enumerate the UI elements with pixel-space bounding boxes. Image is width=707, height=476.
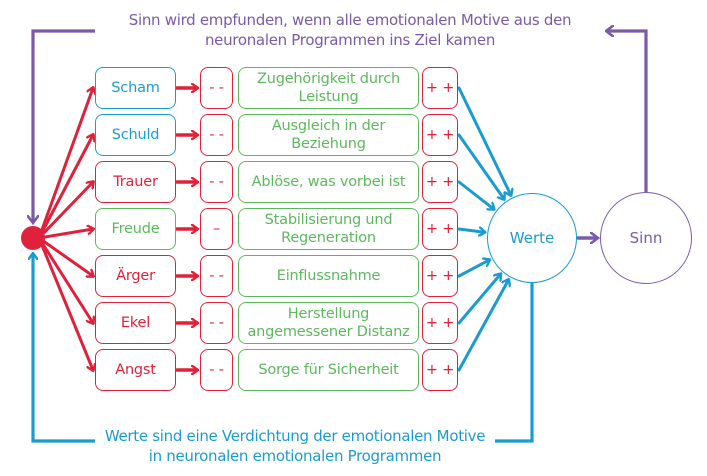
- motive-box-label: Sorge für Sicherheit: [258, 362, 399, 378]
- motive-box-label: Zugehörigkeit durch Leistung: [256, 71, 401, 105]
- plus-box-label: + +: [425, 80, 455, 96]
- motive-box-label: Ausgleich in der Beziehung: [271, 118, 386, 152]
- motive-box: Sorge für Sicherheit: [238, 349, 419, 391]
- blue-arrow-to-werte: [457, 133, 504, 199]
- emotion-box: Angst: [95, 349, 176, 391]
- minus-box-label: - -: [209, 174, 224, 190]
- emotion-box-label: Scham: [111, 80, 160, 96]
- plus-box: + +: [422, 208, 458, 250]
- bottom-caption: Werte sind eine Verdichtung der emotiona…: [95, 426, 495, 466]
- sinn-feedback-right: [607, 31, 648, 192]
- red-arrow-to-emotion: [37, 88, 93, 240]
- blue-arrow-to-werte: [457, 86, 511, 195]
- minus-box: - -: [200, 161, 233, 203]
- emotion-box-label: Angst: [115, 362, 156, 378]
- minus-box: –: [200, 208, 233, 250]
- blue-arrow-to-werte: [457, 180, 494, 209]
- motive-box-label: Stabilisierung und Regeneration: [264, 212, 393, 246]
- minus-box: - -: [200, 302, 233, 344]
- top-caption-line-2: neuronalen Programmen ins Ziel kamen: [204, 31, 496, 49]
- red-arrow-to-emotion: [37, 236, 93, 276]
- emotion-box: Scham: [95, 67, 176, 109]
- minus-box: - -: [200, 114, 233, 156]
- plus-box: + +: [422, 161, 458, 203]
- minus-box: - -: [200, 67, 233, 109]
- plus-box-label: + +: [425, 362, 455, 378]
- minus-box: - -: [200, 349, 233, 391]
- emotion-box-label: Schuld: [111, 127, 160, 143]
- motive-box: Zugehörigkeit durch Leistung: [238, 67, 419, 109]
- motive-box: Herstellung angemessener Distanz: [238, 302, 419, 344]
- blue-arrow-to-werte: [457, 260, 489, 278]
- top-caption-line-1: Sinn wird empfunden, wenn alle emotional…: [128, 11, 572, 29]
- plus-box: + +: [422, 349, 458, 391]
- bottom-caption-line-2: in neuronalen emotionalen Programmen: [148, 447, 442, 465]
- emotion-box-label: Trauer: [113, 174, 158, 190]
- plus-box: + +: [422, 67, 458, 109]
- emotion-box: Ekel: [95, 302, 176, 344]
- plus-box-label: + +: [425, 221, 455, 237]
- plus-box-label: + +: [425, 174, 455, 190]
- minus-box: - -: [200, 255, 233, 297]
- source-dot: [21, 226, 45, 250]
- blue-arrow-to-werte: [457, 280, 509, 372]
- emotion-box: Schuld: [95, 114, 176, 156]
- minus-box-label: - -: [209, 80, 224, 96]
- bottom-caption-line-1: Werte sind eine Verdichtung der emotiona…: [104, 427, 486, 445]
- plus-box: + +: [422, 255, 458, 297]
- red-arrow-to-emotion: [37, 135, 93, 240]
- plus-box: + +: [422, 114, 458, 156]
- red-arrow-to-emotion: [37, 236, 93, 370]
- emotion-box: Trauer: [95, 161, 176, 203]
- werte-label: Werte: [509, 229, 555, 247]
- motive-box: Einflussnahme: [238, 255, 419, 297]
- minus-box-label: - -: [209, 268, 224, 284]
- plus-box-label: + +: [425, 127, 455, 143]
- sinn-node: Sinn: [600, 192, 692, 284]
- red-arrow-to-emotion: [37, 229, 93, 240]
- emotion-box-label: Freude: [111, 221, 160, 237]
- motive-box-label: Herstellung angemessener Distanz: [247, 306, 410, 340]
- motive-box: Stabilisierung und Regeneration: [238, 208, 419, 250]
- motive-box-label: Ablöse, was vorbei ist: [251, 174, 406, 190]
- minus-box-label: - -: [209, 362, 224, 378]
- motive-box: Ausgleich in der Beziehung: [238, 114, 419, 156]
- sinn-feedback-left: [33, 29, 95, 222]
- red-arrow-to-emotion: [37, 236, 93, 323]
- werte-node: Werte: [487, 193, 577, 283]
- minus-box-label: - -: [209, 127, 224, 143]
- werte-feedback-left: [33, 254, 95, 443]
- sinn-label: Sinn: [629, 229, 663, 247]
- emotion-box-label: Ekel: [120, 315, 151, 331]
- plus-box: + +: [422, 302, 458, 344]
- minus-box-label: –: [212, 221, 221, 237]
- minus-box-label: - -: [209, 315, 224, 331]
- red-arrow-to-emotion: [37, 182, 93, 240]
- emotion-box: Freude: [95, 208, 176, 250]
- blue-arrow-to-werte: [457, 274, 500, 325]
- blue-arrow-to-werte: [457, 229, 484, 232]
- plus-box-label: + +: [425, 315, 455, 331]
- plus-box-label: + +: [425, 268, 455, 284]
- motive-box-label: Einflussnahme: [276, 268, 381, 284]
- werte-feedback-right: [490, 283, 534, 443]
- motive-box: Ablöse, was vorbei ist: [238, 161, 419, 203]
- emotion-box-label: Ärger: [116, 268, 155, 284]
- top-caption: Sinn wird empfunden, wenn alle emotional…: [95, 10, 605, 50]
- emotion-box: Ärger: [95, 255, 176, 297]
